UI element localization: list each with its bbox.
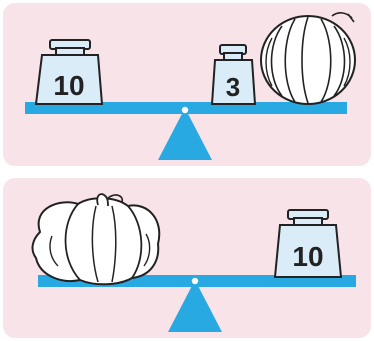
bottom-balance-scale-icon xyxy=(38,275,356,332)
top-fulcrum-icon xyxy=(158,108,212,160)
top-left-weight-label: 10 xyxy=(53,70,84,101)
bottom-fulcrum-icon xyxy=(168,280,222,332)
bottom-pivot xyxy=(192,278,198,284)
watermelon-icon xyxy=(261,13,355,104)
pumpkin-icon xyxy=(33,194,160,284)
top-right-weight-label: 3 xyxy=(226,72,240,102)
bottom-right-weight-label: 10 xyxy=(292,241,323,272)
top-pivot xyxy=(182,107,188,113)
top-balance-scale-icon xyxy=(25,102,347,160)
